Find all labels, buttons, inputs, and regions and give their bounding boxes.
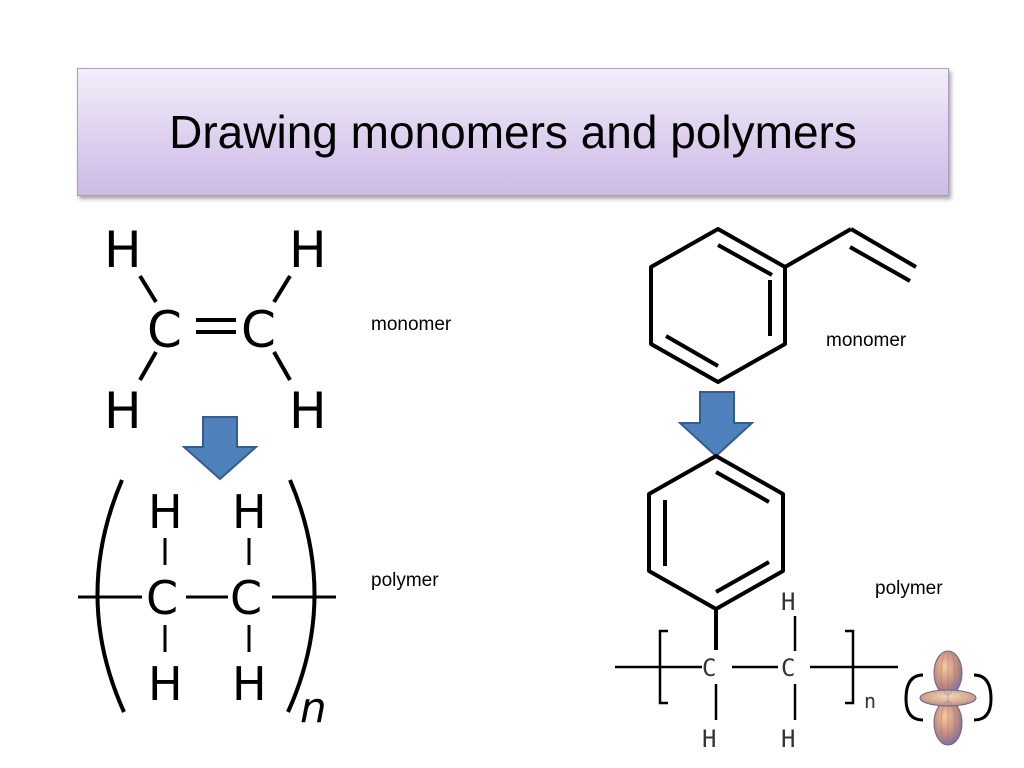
label-left-polymer: polymer [371, 570, 439, 591]
ethylene-h-bottom-left: H [104, 382, 142, 440]
polyethylene-c-1: C [146, 571, 178, 625]
polystyrene-c-2: C [781, 654, 795, 682]
polystyrene-benzene-ring [647, 454, 785, 611]
slide-title: Drawing monomers and polymers [169, 106, 857, 158]
polystyrene: C C H H H n [615, 454, 898, 753]
polyethylene-h-bottom-1: H [148, 657, 183, 711]
polystyrene-h-bottom-1: H [702, 725, 716, 753]
label-left-monomer: monomer [371, 314, 452, 335]
label-right-polymer: polymer [875, 578, 943, 599]
polyethylene-c-2: C [230, 571, 262, 625]
label-right-monomer: monomer [826, 330, 907, 351]
left-reaction-arrow [181, 416, 259, 481]
right-reaction-arrow [677, 391, 755, 458]
title-box: Drawing monomers and polymers [77, 68, 949, 196]
styrene-monomer [649, 227, 918, 384]
ethylene-c-left: C [147, 301, 182, 359]
ethylene-h-top-right: H [289, 221, 327, 279]
orbital-graphic [904, 650, 993, 746]
polystyrene-h-top: H [781, 588, 795, 616]
styrene-benzene-ring [649, 227, 787, 384]
polyethylene-h-top-2: H [232, 485, 267, 539]
ethylene-h-bottom-right: H [289, 382, 327, 440]
polyethylene-subscript-n: n [300, 683, 327, 732]
polyethylene-h-top-1: H [148, 485, 183, 539]
ethylene-h-top-left: H [104, 221, 142, 279]
polyethylene: H H C C H H n [78, 479, 336, 732]
polystyrene-c-1: C [702, 654, 716, 682]
polystyrene-subscript-n: n [864, 689, 876, 713]
ethylene-monomer: H H C C H H [104, 221, 327, 440]
ethylene-c-right: C [241, 301, 276, 359]
polyethylene-h-bottom-2: H [232, 657, 267, 711]
polystyrene-h-bottom-2: H [781, 725, 795, 753]
